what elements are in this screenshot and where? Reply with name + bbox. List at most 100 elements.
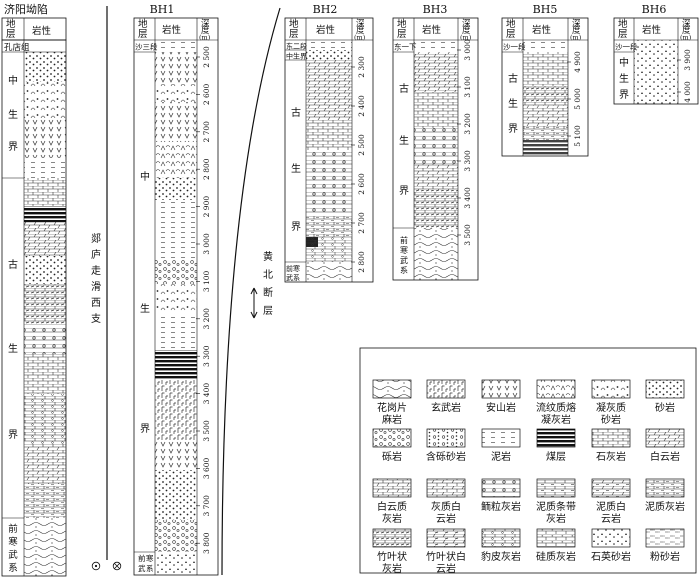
bh3-era-1: 古 [399, 82, 409, 95]
bh5-era-1: 古 [508, 72, 518, 85]
fault-tanlu-west: 郯 庐 走 滑 西 支 [91, 6, 122, 571]
bh3-head-depth-unit: (m) [460, 34, 472, 42]
bh1-era-meso-2: 生 [140, 302, 150, 315]
legend-label-quartz-sandstone: 石英砂岩 [591, 550, 631, 563]
left-era-meso-1: 中 [8, 74, 18, 87]
bh3-depth-label: 3 200 [463, 113, 472, 135]
legend-item-siliceous-limestone: 硅质灰岩 [536, 528, 576, 563]
bh5-depth-label: 5 000 [573, 88, 582, 110]
bh2-head-depth-unit: (m) [354, 34, 366, 42]
legend-swatch-dolomitic-limestone [372, 478, 412, 498]
bh6-head-depth-1: 深 [682, 19, 691, 29]
legend-label-argillaceous-banded-limestone: 灰岩 [546, 512, 566, 525]
legend-item-andesite: 安山岩 [481, 379, 521, 414]
legend-item-oolitic-limestone: 鲕粒灰岩 [481, 478, 521, 513]
legend-label-limy-dolomite: 灰质白 [431, 500, 461, 513]
legend-swatch-dolomite [645, 428, 685, 448]
bh5-head-lith: 岩性 [532, 24, 552, 36]
legend-label-siltstone: 粉砂岩 [650, 550, 680, 563]
bh2-depth-label: 2 500 [357, 134, 366, 156]
bh2-top-unit-1: 东二段 [286, 42, 307, 51]
legend-item-siltstone: 粉砂岩 [645, 528, 685, 563]
bh5-head-depth-2: 度 [572, 25, 581, 36]
legend-label-leopard-limestone: 豹皮灰岩 [481, 550, 521, 563]
bh3-top-unit: 东一下 [394, 42, 417, 52]
left-head-layer-1: 地 [6, 18, 16, 30]
fault-line-east [221, 7, 281, 576]
well-column-bh2: BH2 地 层 岩性 深 度 (m) 东二段 中生界 古 生 界 前寒 武系 2… [284, 3, 374, 283]
bh6-top-unit: 沙一段 [615, 42, 638, 52]
legend-label-conglomerate: 砾岩 [382, 450, 402, 463]
bh3-bottom-1: 前 [400, 235, 408, 245]
legend-label-oolitic-limestone: 鲕粒灰岩 [481, 500, 521, 513]
bh2-head-layer-2: 层 [289, 29, 299, 40]
legend-label-flat-pebble-limestone: 竹叶状 [377, 550, 407, 563]
legend-swatch-argillaceous-banded-limestone [536, 478, 576, 498]
legend-label-dolomitic-limestone: 白云质 [377, 500, 407, 513]
legend-swatch-basalt [426, 379, 466, 399]
bh6-era-3: 界 [619, 89, 629, 101]
bh1-head-depth-1: 深 [201, 19, 210, 29]
bh5-top-unit: 沙一段 [503, 42, 526, 52]
legend-swatch-coal [536, 428, 576, 448]
legend-swatch-mudstone [481, 428, 521, 448]
column-title-jiyang: 济阳坳陷 [4, 2, 48, 16]
legend-swatch-limy-dolomite [426, 478, 466, 498]
left-top-unit: 孔店组 [4, 42, 30, 53]
legend-swatch-sandstone [645, 379, 685, 399]
bh2-head-layer-1: 地 [289, 18, 299, 30]
bh1-depth-label: 2 500 [202, 46, 211, 68]
legend-swatch-leopard-limestone [481, 528, 521, 548]
legend-item-quartz-sandstone: 石英砂岩 [591, 528, 631, 563]
legend-swatch-flat-pebble-limestone [372, 528, 412, 548]
legend-label-tuff-sandstone: 砂岩 [601, 413, 621, 426]
left-era-pre-2: 寒 [8, 536, 18, 548]
bh1-depth-label: 3 000 [202, 233, 211, 255]
legend-item-mudstone: 泥岩 [481, 428, 521, 463]
left-era-paleo-3: 界 [8, 429, 18, 441]
lithology-legend: 花岗片麻岩玄武岩安山岩流纹质熔凝灰岩凝灰质砂岩砂岩砾岩含砾砂岩泥岩煤层石灰岩白云… [359, 347, 697, 575]
bh2-era-1: 古 [291, 106, 301, 119]
legend-label-limy-dolomite: 云岩 [436, 512, 456, 525]
legend-swatch-argillaceous-dolomite [591, 478, 631, 498]
bh1-head-depth-unit: (m) [199, 34, 211, 42]
legend-item-basalt: 玄武岩 [426, 379, 466, 414]
legend-swatch-tuff-sandstone [591, 379, 631, 399]
bh5-head-depth-unit: (m) [570, 34, 582, 42]
bh2-depth-label: 2 700 [357, 212, 366, 234]
bh6-head-depth-unit: (m) [680, 34, 692, 42]
bh1-era-pre-4: 系 [146, 563, 154, 573]
bh2-head-depth-2: 度 [356, 25, 365, 36]
bh6-depth-label: 4 000 [683, 81, 692, 103]
fault-west-c4: 滑 [91, 281, 101, 293]
legend-label-flat-pebble-limestone: 灰岩 [382, 562, 402, 575]
bh3-depth-label: 3 500 [463, 224, 472, 246]
legend-label-mudstone: 泥岩 [491, 450, 511, 463]
bh2-head-depth-1: 深 [356, 19, 365, 29]
legend-item-pebbly-sandstone: 含砾砂岩 [426, 428, 466, 463]
legend-item-coal: 煤层 [536, 428, 576, 463]
legend-label-limestone: 石灰岩 [596, 450, 626, 463]
bh1-era-pre-1: 前 [138, 553, 146, 563]
bh5-era-2: 生 [508, 97, 518, 110]
fault-east-c1: 黄 [263, 250, 273, 263]
bh6-depth-label: 3 900 [683, 49, 692, 71]
fault-west-c3: 走 [91, 265, 101, 277]
bh3-bottom-2: 寒 [400, 245, 408, 255]
bh1-depth-label: 3 300 [202, 345, 211, 367]
legend-label-flow-tuff: 凝灰岩 [541, 413, 571, 426]
bh3-title: BH3 [423, 3, 448, 16]
legend-frame [359, 347, 697, 574]
legend-swatch-argillaceous-limestone [645, 478, 685, 498]
legend-item-dolomite: 白云岩 [645, 428, 685, 463]
legend-label-argillaceous-banded-limestone: 泥质条带 [536, 500, 576, 513]
fault-west-c1: 郯 [91, 232, 101, 245]
bh2-depth-label: 2 300 [357, 56, 366, 78]
legend-swatch-oolitic-limestone [481, 478, 521, 498]
legend-label-sandstone: 砂岩 [655, 401, 675, 414]
